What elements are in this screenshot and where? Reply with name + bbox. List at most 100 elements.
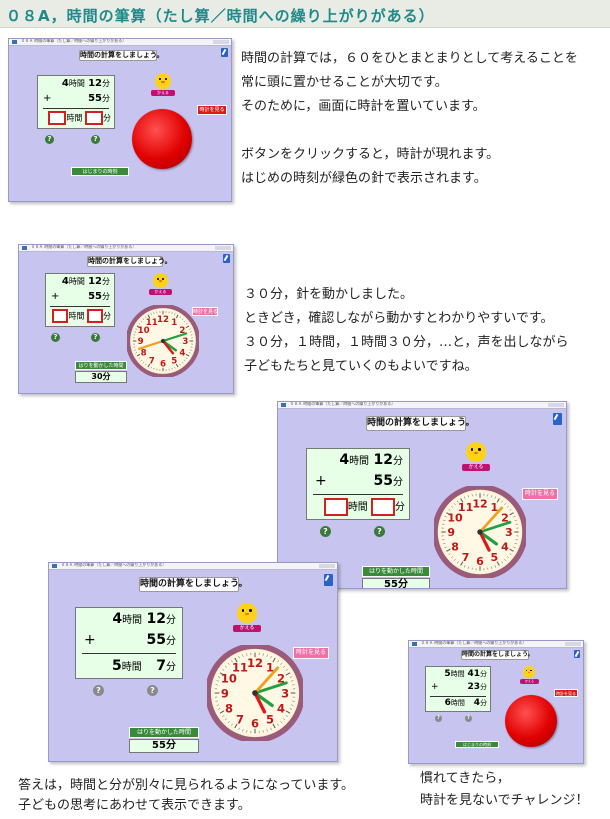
clock-tick bbox=[448, 509, 451, 511]
clock-numeral: 6 bbox=[160, 360, 166, 370]
problem-card: 4時間 12分 + 55分 5時間 7分 bbox=[75, 607, 183, 679]
show-clock-button[interactable]: 時計を見る bbox=[197, 105, 227, 115]
hint-minutes-icon[interactable]: ? bbox=[374, 526, 385, 537]
clock-minute-hand-current bbox=[137, 339, 165, 350]
clock-tick bbox=[496, 561, 500, 566]
hint-hours-icon[interactable]: ? bbox=[51, 333, 60, 342]
clock-tick bbox=[224, 665, 227, 668]
clock-center bbox=[252, 690, 258, 696]
clock-tick bbox=[289, 708, 293, 710]
clock-numeral: 4 bbox=[179, 348, 185, 358]
clock-tick bbox=[467, 495, 469, 498]
clock-tick bbox=[291, 704, 294, 706]
hint-hours-icon[interactable]: ? bbox=[45, 135, 54, 144]
clock-tick bbox=[285, 715, 288, 717]
hint-hours-icon[interactable]: ? bbox=[93, 685, 104, 696]
clock-tick bbox=[138, 357, 141, 359]
chick-icon[interactable] bbox=[155, 73, 171, 89]
clock-tick bbox=[280, 721, 283, 724]
answer-minutes-input[interactable] bbox=[371, 498, 395, 516]
clock-tick bbox=[175, 314, 179, 319]
hint-hours-icon[interactable]: ? bbox=[435, 715, 442, 722]
clock-tick bbox=[189, 349, 192, 351]
clock-tick bbox=[217, 708, 221, 710]
show-clock-button[interactable]: 時計を見る bbox=[554, 689, 578, 697]
clock-tick bbox=[451, 556, 454, 559]
app-window-1: ０８Ａ 時間の筆算（たし算／時間への繰り上がりがある） 時間の計算をしましょう。… bbox=[8, 38, 232, 202]
answer-hours-value[interactable]: 6 bbox=[444, 698, 451, 708]
answer-minutes-value[interactable]: 7 bbox=[156, 658, 166, 674]
clock-numeral: 11 bbox=[146, 318, 158, 328]
answer-hours-input[interactable] bbox=[52, 309, 69, 323]
clock-numeral: 5 bbox=[266, 712, 274, 726]
clock-numeral: 12 bbox=[247, 656, 263, 670]
clock-tick bbox=[242, 729, 244, 732]
elapsed-time-value: 30分 bbox=[75, 371, 127, 383]
answer-minutes-value[interactable]: 4 bbox=[473, 698, 480, 708]
hint-minutes-icon[interactable]: ? bbox=[91, 333, 100, 342]
clock-numeral: 3 bbox=[182, 337, 188, 347]
clock-numeral: 12 bbox=[472, 497, 487, 510]
clock-tick bbox=[277, 723, 279, 726]
clock-numeral: 6 bbox=[476, 555, 484, 568]
chick-icon[interactable] bbox=[466, 442, 486, 462]
clock-numeral: 3 bbox=[281, 686, 289, 700]
hint-hours-icon[interactable]: ? bbox=[320, 526, 331, 537]
clock-tick bbox=[188, 328, 191, 330]
clock-numeral: 1 bbox=[491, 501, 499, 514]
answer-hours-value[interactable]: 5 bbox=[112, 658, 122, 674]
pencil-icon[interactable] bbox=[324, 574, 333, 586]
clock-tick bbox=[453, 558, 456, 561]
clock-center bbox=[477, 529, 483, 535]
clock-tick bbox=[270, 727, 272, 731]
clock-tick bbox=[174, 366, 176, 369]
chick-icon[interactable] bbox=[153, 273, 168, 288]
clock-numeral: 3 bbox=[505, 526, 513, 539]
answer-minutes-input[interactable] bbox=[85, 111, 103, 125]
hint-minutes-icon[interactable]: ? bbox=[147, 685, 158, 696]
red-start-button[interactable] bbox=[132, 109, 192, 169]
clock-hour-hand-current bbox=[161, 339, 175, 355]
clock-tick bbox=[464, 496, 466, 499]
clock-tick bbox=[283, 665, 286, 668]
pencil-icon[interactable] bbox=[221, 48, 228, 57]
elapsed-time-label: はりを動かした時間 bbox=[75, 361, 127, 370]
clock-minute-hand-current bbox=[253, 666, 280, 695]
clock-tick bbox=[174, 313, 176, 316]
clock-minute-hand-start bbox=[161, 332, 188, 343]
clock-numeral: 5 bbox=[171, 357, 177, 367]
pencil-icon[interactable] bbox=[553, 413, 562, 425]
answer-hours-input[interactable] bbox=[48, 111, 67, 125]
hint-minutes-icon[interactable]: ? bbox=[465, 715, 472, 722]
red-start-button[interactable] bbox=[505, 695, 557, 747]
clock-tick bbox=[150, 366, 152, 369]
clock-tick bbox=[283, 718, 286, 721]
clock-numeral: 8 bbox=[451, 541, 459, 554]
page-header: ０８A，時間の筆算（たし算／時間への繰り上がりがある） bbox=[0, 0, 610, 28]
clock-tick bbox=[457, 500, 459, 503]
clock-numeral: 11 bbox=[232, 660, 248, 674]
show-clock-button[interactable]: 時計を見る bbox=[522, 488, 558, 500]
answer-hours-input[interactable] bbox=[323, 498, 348, 516]
clock-tick bbox=[444, 516, 447, 518]
clock-tick bbox=[140, 359, 143, 362]
show-clock-button[interactable]: 時計を見る bbox=[192, 307, 218, 316]
app-heading: 時間の計算をしましょう。 bbox=[461, 650, 534, 660]
show-clock-button[interactable]: 時計を見る bbox=[293, 647, 329, 659]
clock-tick bbox=[134, 331, 137, 333]
pencil-icon[interactable] bbox=[223, 254, 230, 263]
chick-icon[interactable] bbox=[237, 603, 257, 623]
clock-tick bbox=[457, 561, 459, 564]
answer-minutes-input[interactable] bbox=[87, 309, 103, 323]
clock-tick bbox=[509, 512, 514, 516]
clock-tick bbox=[135, 352, 138, 354]
app-window-3: ０８Ａ 時間の筆算（たし算／時間への繰り上がりがある） 時間の計算をしましょう。… bbox=[277, 401, 567, 589]
clock-tick bbox=[504, 558, 507, 561]
chick-icon[interactable] bbox=[523, 666, 535, 678]
clock-tick bbox=[277, 660, 279, 663]
clock-tick bbox=[171, 367, 173, 370]
pencil-icon[interactable] bbox=[574, 650, 580, 658]
hint-minutes-icon[interactable]: ? bbox=[91, 135, 100, 144]
